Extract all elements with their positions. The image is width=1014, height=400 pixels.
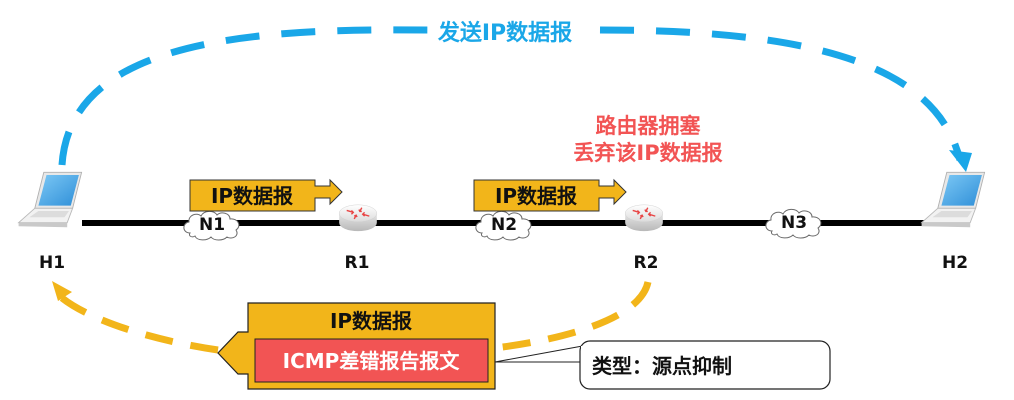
host-h1-label: H1 [39, 253, 65, 273]
type-callout: 类型：源点抑制 [494, 340, 831, 390]
laptop-icon [18, 171, 83, 228]
icmp-return-packet: IP数据报 ICMP差错报告报文 [217, 302, 496, 390]
callout-box [579, 340, 831, 390]
host-h2: H2 [921, 171, 986, 273]
network-n2: N2 [475, 210, 532, 241]
router-r1-label: R1 [345, 253, 370, 273]
return-arrowhead-icon [52, 281, 72, 301]
send-arrow-path [58, 26, 964, 166]
packet-2: IP数据报 [473, 178, 627, 212]
network-n3-label: N3 [781, 213, 807, 233]
icmp-inner-box [254, 338, 489, 383]
router-r1: R1 [338, 204, 378, 273]
congestion-note-line1: 路由器拥塞 [596, 114, 702, 138]
laptop-icon [921, 171, 986, 228]
router-icon [624, 204, 664, 232]
icmp-inner-label: ICMP差错报告报文 [283, 349, 461, 373]
network-n1-label: N1 [199, 215, 225, 235]
router-r2: R2 [624, 204, 664, 273]
packet-2-label: IP数据报 [495, 184, 577, 208]
host-h1: H1 [18, 171, 83, 273]
send-arrowhead-icon [949, 150, 972, 172]
network-n3: N3 [765, 208, 822, 239]
callout-text: 类型：源点抑制 [592, 354, 732, 378]
packet-1-arrow [189, 178, 343, 212]
host-h2-label: H2 [942, 253, 968, 273]
congestion-note-line2: 丢弃该IP数据报 [573, 141, 722, 165]
router-r2-label: R2 [634, 253, 659, 273]
packet-1: IP数据报 [189, 178, 343, 212]
network-n1: N1 [183, 210, 240, 241]
packet-1-label: IP数据报 [211, 184, 293, 208]
return-arrow-path [59, 280, 652, 354]
router-icon [338, 204, 378, 232]
packet-2-arrow [473, 178, 627, 212]
network-n2-label: N2 [491, 215, 517, 235]
send-title: 发送IP数据报 [437, 20, 572, 46]
icmp-outer-label: IP数据报 [330, 309, 412, 333]
